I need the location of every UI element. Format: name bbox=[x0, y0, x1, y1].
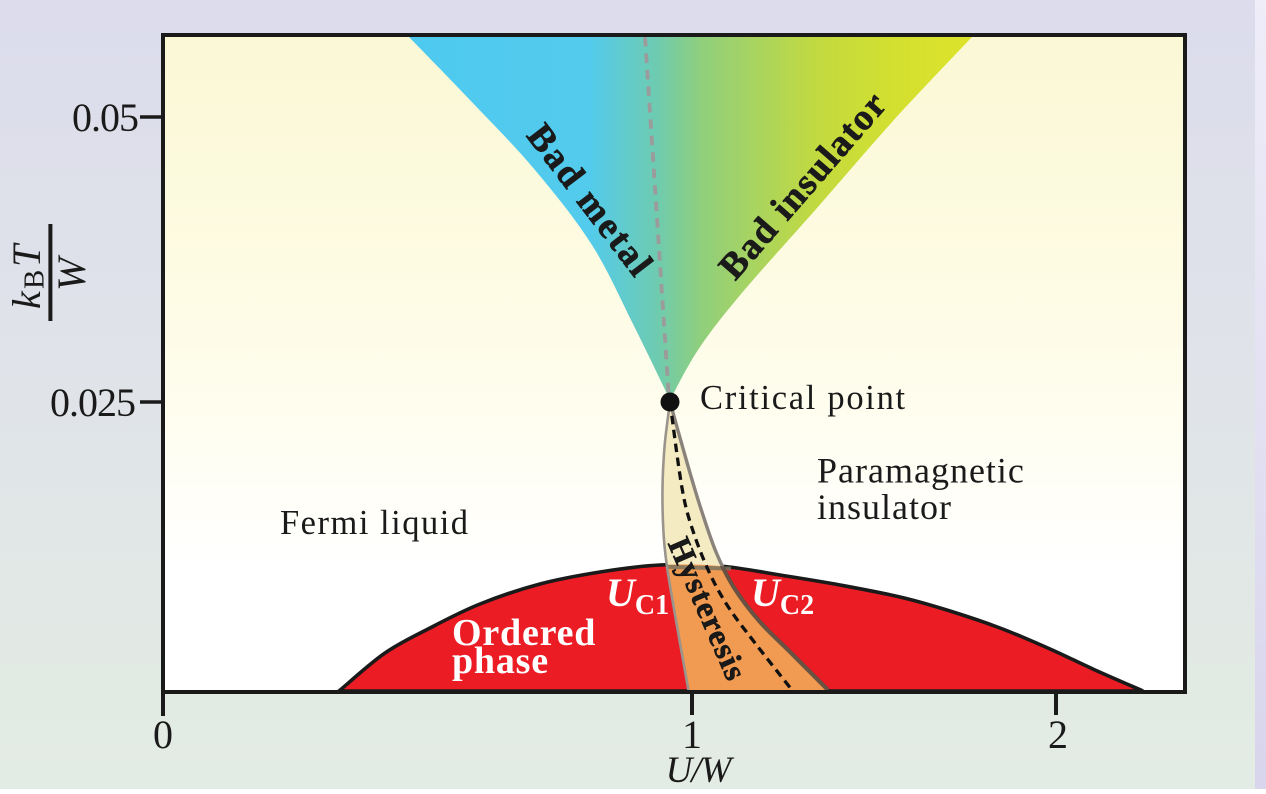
svg-text:phase: phase bbox=[452, 640, 549, 682]
svg-text:Ordered: Ordered bbox=[452, 612, 596, 654]
svg-text:Paramagnetic: Paramagnetic bbox=[817, 451, 1025, 491]
svg-text:1: 1 bbox=[682, 712, 702, 757]
svg-text:k: k bbox=[4, 290, 49, 309]
svg-text:0: 0 bbox=[153, 712, 173, 757]
svg-text:W: W bbox=[49, 254, 94, 291]
svg-text:Critical point: Critical point bbox=[700, 379, 907, 417]
svg-text:0.05: 0.05 bbox=[72, 95, 138, 140]
svg-text:2: 2 bbox=[1048, 712, 1068, 757]
svg-text:T: T bbox=[4, 242, 49, 267]
svg-text:Fermi liquid: Fermi liquid bbox=[280, 504, 470, 542]
svg-text:insulator: insulator bbox=[817, 487, 952, 527]
svg-text:B: B bbox=[19, 270, 51, 289]
svg-text:U/W: U/W bbox=[666, 750, 735, 789]
svg-text:0.025: 0.025 bbox=[50, 380, 135, 425]
